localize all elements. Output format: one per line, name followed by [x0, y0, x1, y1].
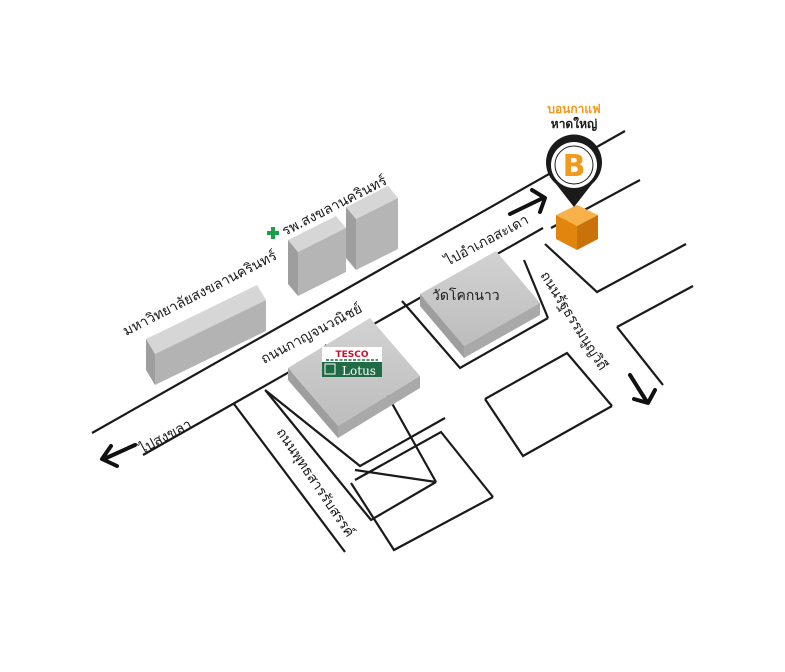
shop-name-line2: หาดใหญ่ — [551, 116, 597, 131]
road-phutthasarn-blocks — [264, 259, 613, 552]
to-songkhla-label: ไปสงขลา — [135, 416, 194, 458]
arrow-to-songkhla-icon — [100, 443, 137, 468]
road-ratthanumoon — [544, 243, 694, 386]
shop-name-line1: บอนกาแฟ — [547, 102, 600, 116]
road-phutthasarn-label: ถนนพุทธสารรับสรรค์ — [273, 425, 359, 541]
lotus-label: Lotus — [342, 364, 376, 378]
university-building — [146, 285, 266, 385]
arrow-ratthanumoon-south-icon — [628, 373, 657, 405]
tesco-label: TESCO — [335, 350, 368, 360]
wat-khok-nao-building — [420, 251, 540, 358]
hospital-building — [288, 186, 398, 296]
hospital-cross-icon — [267, 227, 279, 239]
wat-khok-nao-label: วัดโคกนาว — [432, 287, 500, 304]
destination-building — [556, 205, 598, 250]
tesco-lotus-logo: TESCO Lotus — [322, 347, 382, 378]
pin-letter: B — [563, 149, 586, 184]
arrow-to-sadao-icon — [508, 188, 547, 216]
road-ratthanumoon-label: ถนนรัฐธรรมนูญวิถี — [537, 269, 611, 374]
location-pin-icon[interactable]: B — [546, 134, 602, 207]
